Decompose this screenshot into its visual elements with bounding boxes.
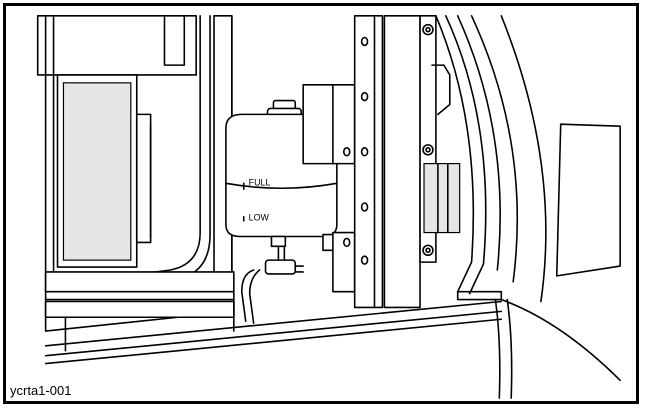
base-platform (44, 271, 503, 365)
reservoir-line-drawing: .ln { fill: none; stroke: #000; stroke-w… (36, 15, 621, 399)
left-machinery-panel (36, 15, 233, 293)
door-hinge (383, 15, 461, 309)
full-level-mark: FULL (249, 177, 271, 187)
vertical-frame-post (342, 15, 384, 309)
reservoir-bracket (302, 84, 356, 293)
illustration-frame: .ln { fill: none; stroke: #000; stroke-w… (3, 3, 639, 404)
hood-door (435, 15, 621, 399)
low-level-mark: LOW (249, 213, 270, 223)
figure-id-label: ycrta1-001 (10, 383, 72, 398)
